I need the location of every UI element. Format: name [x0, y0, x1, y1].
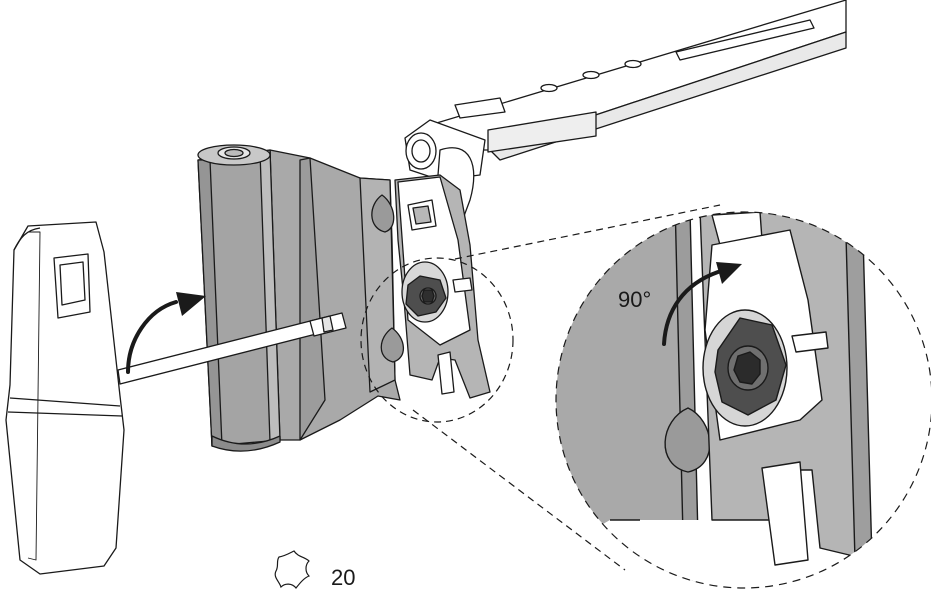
zoom-connector-top: [454, 204, 721, 260]
magnifier-source-circle: [360, 257, 514, 423]
sash-bracket: [394, 174, 491, 399]
torx-screwdriver: [5, 221, 347, 575]
magnifier-zoom-circle: [555, 211, 931, 589]
torx-star-icon: [274, 550, 311, 589]
handle-rotation-arrow-icon: [126, 292, 206, 374]
rotation-arrow-icon: [662, 262, 742, 346]
torx-size-label: 20: [331, 565, 356, 590]
rotation-angle-label: 90°: [618, 287, 652, 312]
cam-adjuster-small: [405, 275, 447, 317]
zoom-connector-bottom: [412, 409, 626, 571]
stay-arm: [404, 0, 847, 246]
cam-adjuster-zoomed: [714, 317, 787, 416]
frame-hinge: [197, 144, 405, 452]
magnified-detail: [556, 212, 931, 588]
